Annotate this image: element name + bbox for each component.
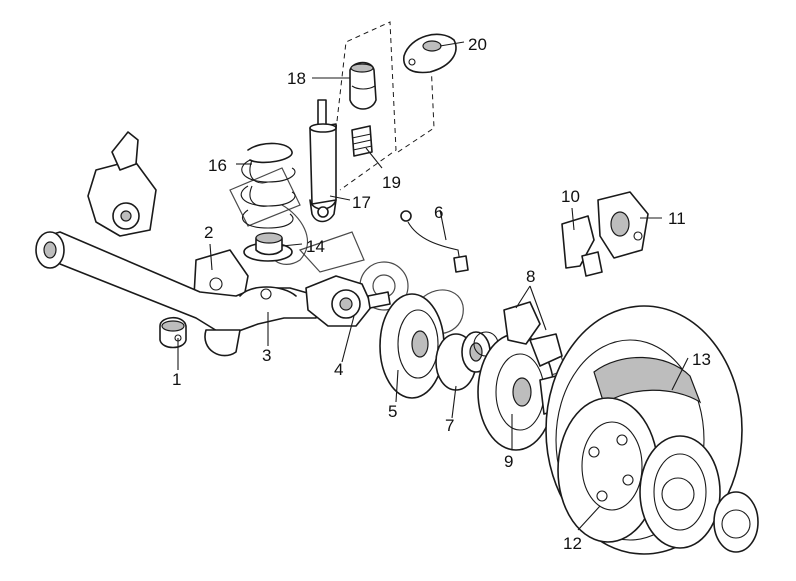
callout-11: 11 xyxy=(668,209,686,228)
hub-cap xyxy=(639,435,721,549)
callout-6: 6 xyxy=(434,203,443,222)
part-17-shock-absorber xyxy=(309,99,337,223)
callout-12: 12 xyxy=(563,534,582,553)
part-10-carrier xyxy=(561,215,603,277)
callout-5: 5 xyxy=(388,402,397,421)
part-16-coil-spring xyxy=(240,142,296,229)
callout-18: 18 xyxy=(287,69,306,88)
callout-7: 7 xyxy=(445,416,454,435)
part-3-axle-beam xyxy=(35,131,319,357)
callout-13: 13 xyxy=(692,350,711,369)
part-18-bump-stop xyxy=(349,61,377,110)
part-6-brake-line xyxy=(400,210,469,273)
part-5-brake-drum xyxy=(379,293,445,399)
callout-20: 20 xyxy=(468,35,487,54)
callout-2: 2 xyxy=(204,223,213,242)
callout-3: 3 xyxy=(262,346,271,365)
callout-16: 16 xyxy=(208,156,227,175)
callout-10: 10 xyxy=(561,187,580,206)
part-9-brake-disc xyxy=(477,333,555,451)
callout-4: 4 xyxy=(334,360,343,379)
callout-9: 9 xyxy=(504,452,513,471)
callout-14: 14 xyxy=(306,237,325,256)
part-14-spring-seat xyxy=(243,232,293,262)
callout-8: 8 xyxy=(526,267,535,286)
callout-17: 17 xyxy=(352,193,371,212)
part-20-top-mount xyxy=(403,33,457,74)
callout-1: 1 xyxy=(172,370,181,389)
callout-19: 19 xyxy=(382,173,401,192)
part-4-stub-axle xyxy=(305,275,391,327)
centre-cap xyxy=(713,491,759,553)
part-11-caliper-housing xyxy=(597,191,649,259)
part-1-bush xyxy=(159,316,187,349)
callout-labels: 1 2 3 4 5 6 7 8 9 10 11 12 13 14 16 17 1… xyxy=(172,35,711,553)
leader-lines xyxy=(177,41,689,531)
